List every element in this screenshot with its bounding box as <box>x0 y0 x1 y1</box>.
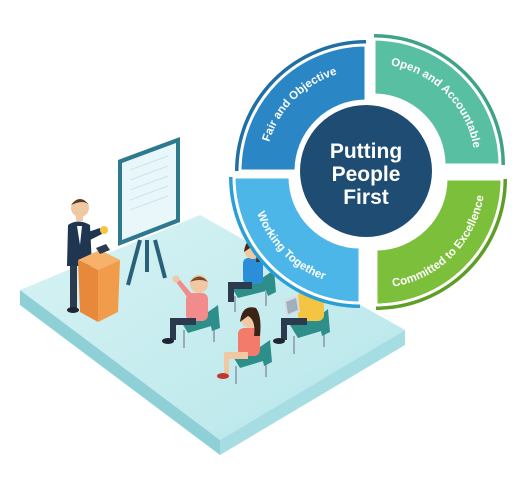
wheel-segments <box>229 34 507 310</box>
center-line-2: People <box>332 163 401 186</box>
wheel-segment <box>238 43 368 173</box>
audience-member <box>217 307 272 384</box>
wheel-segment <box>372 37 502 167</box>
center-line-3: First <box>343 186 389 209</box>
wheel-segment <box>374 177 504 307</box>
center-line-1: Putting <box>330 140 402 163</box>
audience-member <box>162 275 220 348</box>
wheel-segment <box>232 175 362 305</box>
easel-whiteboard <box>118 137 180 286</box>
wheel-center <box>300 105 432 237</box>
values-wheel: Putting People First Fair and ObjectiveO… <box>229 34 507 310</box>
podium <box>78 244 120 322</box>
